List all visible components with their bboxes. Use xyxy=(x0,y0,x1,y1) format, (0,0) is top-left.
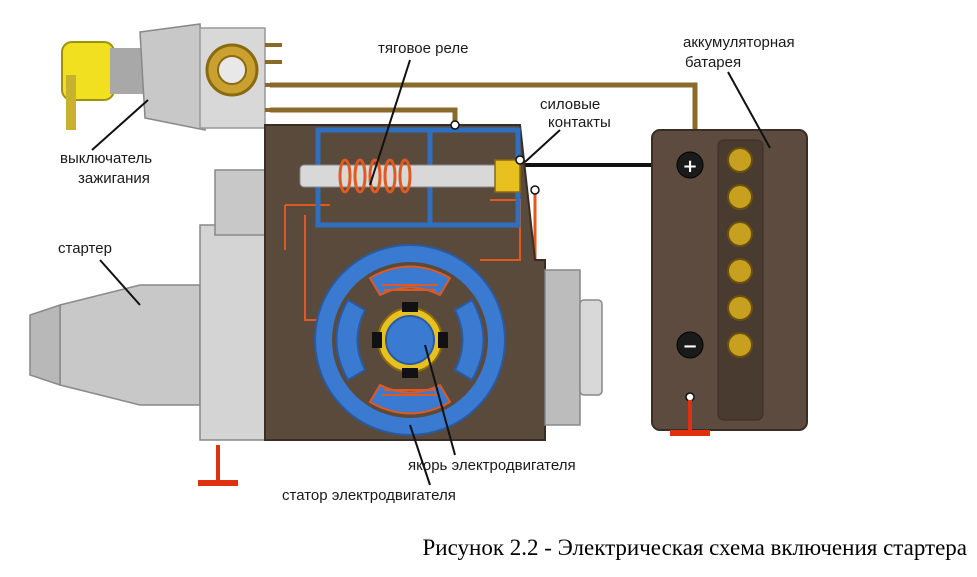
starter-flange xyxy=(199,224,266,441)
leader-ignition xyxy=(91,99,149,151)
battery-plus-terminal xyxy=(676,151,704,179)
ignition-switch xyxy=(61,23,282,131)
diagram-svg: + − xyxy=(29,23,808,486)
label-ignition-line1: выключатель xyxy=(60,150,153,167)
battery: + − xyxy=(651,129,808,431)
traction-relay xyxy=(299,120,540,228)
rear-bearing xyxy=(579,299,603,396)
power-contacts xyxy=(494,159,521,193)
label-ignition-line2: зажигания xyxy=(78,170,150,187)
contact-disc-center xyxy=(217,55,247,85)
label-contacts-line1: силовые xyxy=(540,96,601,113)
relay-coil xyxy=(338,158,412,194)
label-stator: статор электродвигателя xyxy=(282,487,456,504)
ground-symbols xyxy=(198,392,710,486)
starter-nose xyxy=(59,284,201,406)
label-battery-line2: батарея xyxy=(685,54,742,71)
leader-starter xyxy=(99,259,141,306)
rear-cover xyxy=(544,269,581,426)
leader-relay xyxy=(369,59,411,186)
leader-battery xyxy=(727,71,771,149)
plus-sign: + xyxy=(682,156,697,177)
armature-core xyxy=(385,315,435,365)
minus-sign: − xyxy=(682,336,697,357)
brown-wire-to-relay xyxy=(270,107,458,125)
leader-lines xyxy=(91,59,771,486)
starter-circuit-diagram: + − выключатель зажигания тяговое реле с… xyxy=(29,23,808,504)
label-armature: якорь электродвигателя xyxy=(408,457,576,474)
figure-caption: Рисунок 2.2 - Электрическая схема включе… xyxy=(422,535,968,560)
key-fob xyxy=(66,75,76,130)
battery-cells xyxy=(727,147,753,358)
leader-armature xyxy=(424,344,456,456)
label-contacts-line2: контакты xyxy=(548,114,611,131)
leader-contacts xyxy=(524,129,561,163)
leader-stator xyxy=(409,424,431,486)
label-battery-line1: аккумуляторная xyxy=(683,34,795,51)
switch-body xyxy=(139,23,206,131)
battery-minus-terminal xyxy=(676,331,704,359)
label-traction-relay: тяговое реле xyxy=(378,40,469,57)
electric-motor xyxy=(314,244,506,436)
label-starter: стартер xyxy=(58,240,112,257)
